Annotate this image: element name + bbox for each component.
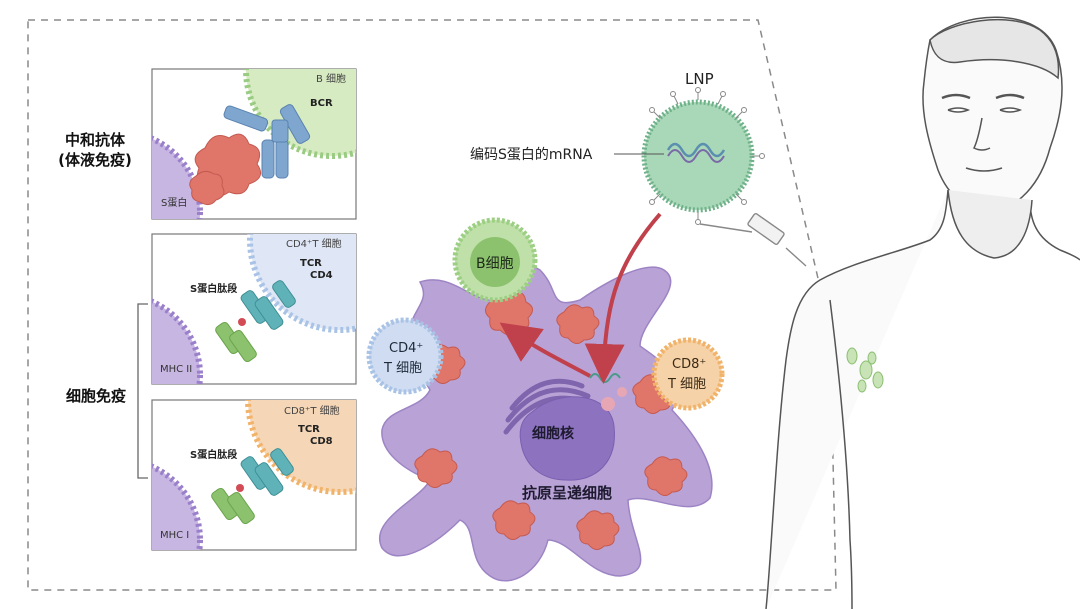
mhc-i	[211, 487, 255, 525]
tcr-cd8	[240, 448, 294, 496]
panel2-mhc-label: MHC II	[160, 364, 192, 375]
apc-label: 抗原呈递细胞	[522, 484, 612, 502]
human-figure	[765, 16, 1080, 609]
cellular-immunity-label: 细胞免疫	[65, 387, 126, 405]
lnp-label: LNP	[685, 70, 714, 88]
panel1-receptor-label: BCR	[310, 98, 333, 109]
panel1-cell-label: B 细胞	[316, 72, 346, 85]
lnp-spikes	[649, 87, 765, 225]
nucleus	[519, 396, 615, 481]
panel3-tcr-label: TCR	[298, 424, 320, 435]
cellular-bracket	[137, 303, 148, 479]
bcr-antibody	[223, 104, 311, 179]
mhc-ii	[215, 321, 257, 363]
panel2-co-label: CD4	[310, 270, 333, 281]
cd8-cell-line2: T 细胞	[667, 377, 706, 392]
humoral-line1: 中和抗体	[64, 131, 125, 149]
lnp-particle	[614, 87, 765, 225]
cd4-cell-line1: CD4⁺	[389, 341, 423, 356]
antigen-presenting-cell	[378, 264, 713, 582]
cd4-t-cell: CD4⁺ T 细胞	[366, 317, 444, 395]
lymph-nodes	[846, 347, 884, 393]
lnp-mrna	[666, 142, 726, 158]
mrna-label: 编码S蛋白的mRNA	[470, 147, 593, 163]
vesicle-2	[617, 387, 627, 397]
syringe	[699, 213, 807, 267]
vesicle-1	[601, 397, 615, 411]
panel1-antigen-label: S蛋白	[161, 196, 187, 209]
b-cell-label: B细胞	[476, 256, 514, 272]
humoral-immunity-label: 中和抗体 (体液免疫)	[48, 130, 142, 171]
panel3-mhc-label: MHC I	[160, 530, 189, 541]
tcr	[240, 280, 296, 330]
presentation-arrow	[499, 322, 591, 378]
b-cell: B细胞	[452, 217, 538, 303]
peptide-dot-cd8	[236, 484, 244, 492]
panel3-cell-label: CD8⁺T 细胞	[284, 404, 340, 417]
cd4-cell-line2: T 细胞	[383, 361, 422, 376]
panel2-cell-label: CD4⁺T 细胞	[286, 237, 342, 250]
s-protein-antigen	[189, 133, 262, 206]
panel-cd8: CD8⁺T 细胞 TCR CD8 S蛋白肽段 MHC I	[151, 399, 357, 551]
cd8-cell-line1: CD8⁺	[672, 357, 706, 372]
panel-bcr: B 细胞 BCR S蛋白	[151, 68, 357, 220]
humoral-line2: (体液免疫)	[58, 151, 132, 170]
cd8-t-cell: CD8⁺ T 细胞	[651, 337, 725, 411]
panel3-co-label: CD8	[310, 436, 333, 447]
nucleus-label: 细胞核	[532, 425, 574, 442]
lnp-uptake-arrow	[584, 212, 662, 384]
panel-cd4: CD4⁺T 细胞 TCR CD4 S蛋白肽段 MHC II	[151, 233, 357, 385]
peptide-dot	[238, 318, 246, 326]
panel2-tcr-label: TCR	[300, 258, 322, 269]
dashed-frame	[27, 19, 837, 591]
panel2-peptide-label: S蛋白肽段	[190, 282, 237, 295]
panel3-peptide-label: S蛋白肽段	[190, 448, 237, 461]
